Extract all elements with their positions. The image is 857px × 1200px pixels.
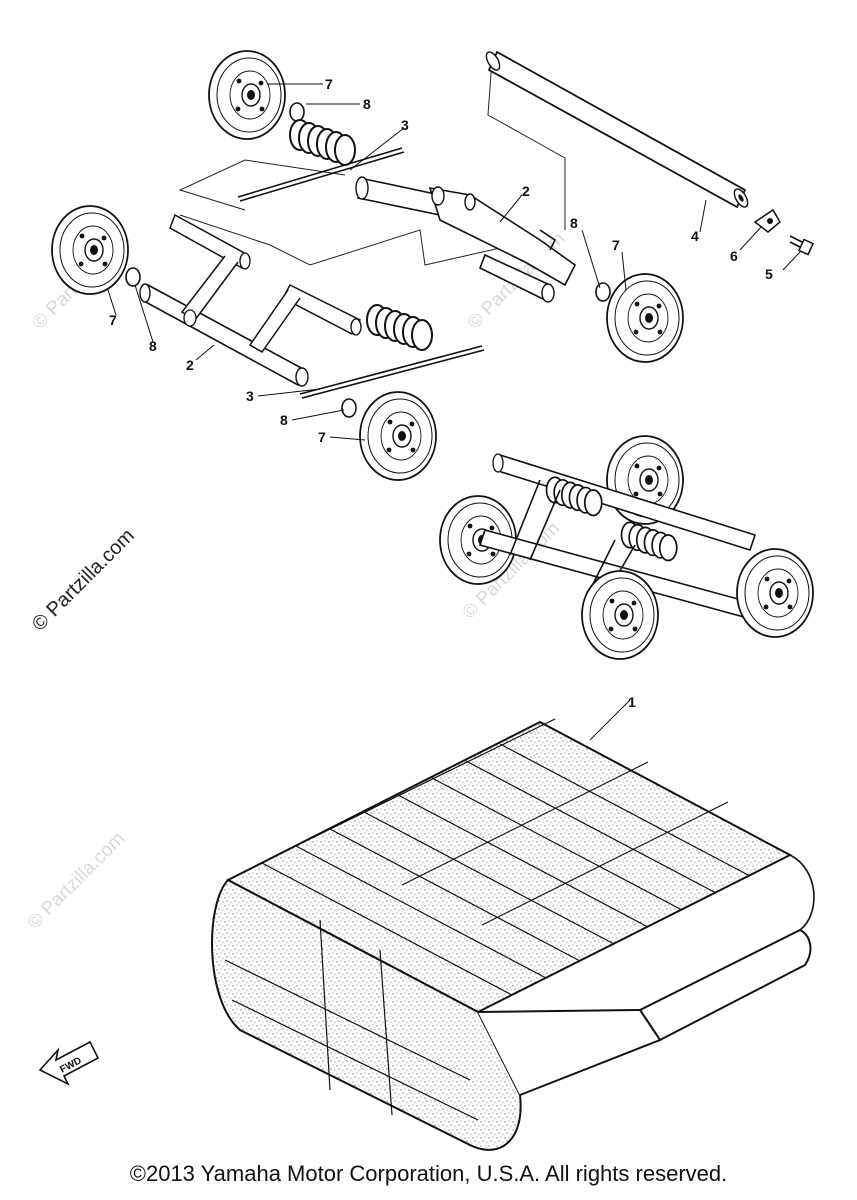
callout-8-left: 8 xyxy=(149,338,157,354)
upper-suspension-arm xyxy=(208,50,684,363)
idler-wheel-rear-left xyxy=(208,50,286,140)
drive-track xyxy=(211,718,815,1151)
idler-wheel-front-left xyxy=(51,205,129,295)
callout-7-top: 7 xyxy=(325,76,333,92)
bracket-and-bolt xyxy=(753,208,815,256)
cross-shaft xyxy=(485,50,749,209)
callout-7-bottom: 7 xyxy=(318,429,326,445)
callout-3-top: 3 xyxy=(401,117,409,133)
copyright-notice: ©2013 Yamaha Motor Corporation, U.S.A. A… xyxy=(129,1161,728,1186)
callout-1: 1 xyxy=(628,694,636,710)
idler-wheel-rear-right xyxy=(606,273,684,363)
callout-3-bottom: 3 xyxy=(246,388,254,404)
forward-arrow: FWD xyxy=(38,1040,100,1086)
callout-5: 5 xyxy=(765,266,773,282)
callout-8-bottom: 8 xyxy=(280,412,288,428)
assembled-wheel-right xyxy=(736,548,814,638)
watermark-main: © Partzilla.com xyxy=(28,525,139,636)
callout-7-left: 7 xyxy=(109,312,117,328)
callout-8-top: 8 xyxy=(363,96,371,112)
callout-4: 4 xyxy=(691,228,699,244)
callout-6: 6 xyxy=(730,248,738,264)
callout-7-right: 7 xyxy=(612,237,620,253)
callout-2-top: 2 xyxy=(522,183,530,199)
callout-labels: 7 8 3 2 4 8 7 6 5 7 8 2 3 8 7 1 xyxy=(109,76,773,710)
watermark-faint-4: © Partzilla.com xyxy=(24,828,129,933)
callout-8-right: 8 xyxy=(570,215,578,231)
lower-suspension-arm xyxy=(51,205,485,481)
assembled-suspension xyxy=(439,435,814,660)
idler-wheel-front-right xyxy=(359,391,437,481)
leader-lines xyxy=(107,83,801,741)
callout-2-bottom: 2 xyxy=(186,357,194,373)
assembled-wheel-front xyxy=(581,570,659,660)
reference-outline xyxy=(178,59,566,266)
